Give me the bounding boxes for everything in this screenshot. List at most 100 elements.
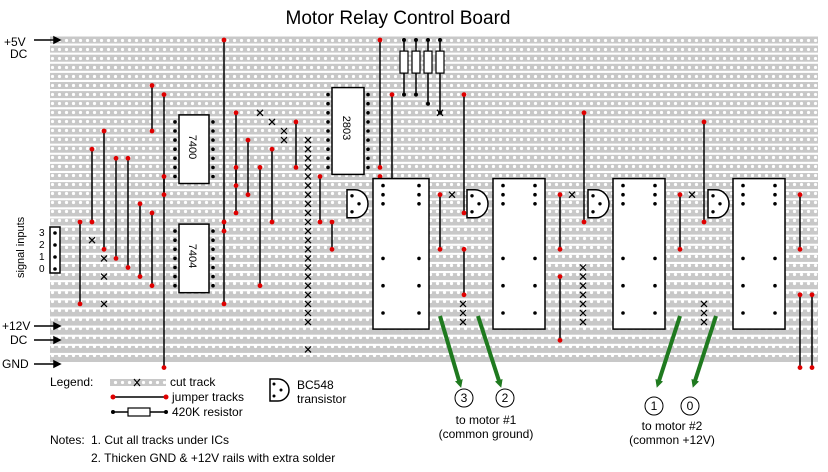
ic-2803-pin [326,101,330,106]
relay-pin [501,192,505,197]
stripboard-tracks [50,36,818,362]
cut-mark [304,309,312,317]
relay-pin [533,283,537,288]
relay-pin [417,202,421,206]
ic-7404-pin [173,229,177,233]
relay-pin [653,311,657,315]
jumper-wire [581,110,587,225]
ic-2803-pin [326,129,330,133]
ic-7400-pin [173,138,177,142]
jumper-wire [161,174,167,198]
cut-mark [88,236,96,244]
relay-pin [773,283,777,288]
signal-input-pins: 3 2 1 0 [39,226,61,275]
ic-7400-label: 7400 [186,135,198,159]
ic-2803-pin [326,92,330,97]
rail-arrows [34,35,62,369]
ic-7400-pin [173,120,177,124]
relay-pin [773,192,777,197]
cut-mark [700,300,708,308]
terminal-3 [454,388,474,408]
cut-mark [459,300,467,308]
jumper-wire [137,201,143,279]
notes: Notes: 1. Cut all tracks under ICs 2. Th… [50,433,335,465]
transistor-pin [477,202,481,206]
relay-pin [741,183,745,188]
relay-2-body [492,177,546,330]
cut-mark [700,309,708,317]
relay-pin [653,183,657,188]
ic-7400-body [178,114,210,185]
ic-2803-pin [326,165,330,170]
transistor-pin [598,202,602,206]
motor1-label: to motor #1 [456,413,517,427]
ic-2803-pin [366,120,370,124]
cut-mark [304,136,312,144]
relay-pin [653,192,657,197]
relay-1 [372,177,430,330]
jumper-wire [221,37,227,307]
cut-mark [304,264,312,271]
cut-mark [304,291,312,299]
ic-2803-pin [366,138,370,142]
ic-7404-pin [173,247,177,252]
relay-pin [533,256,537,261]
ic-7400-pin [173,129,177,133]
cut-mark [579,300,587,308]
relay-pin [741,311,745,315]
jumper-wire [221,219,227,234]
ic-2803-pin [366,147,370,151]
relay-pin [533,192,537,197]
cut-mark [304,218,312,226]
transistor-pin [470,210,474,214]
jumper-wire [329,219,335,252]
cut-mark [304,227,312,235]
signal-pin-1: 1 [39,252,45,263]
motor2-terminals: 1 0 to motor #2 (common +12V) [629,396,715,447]
transistor-pin [470,194,474,198]
ic-2803-pin [326,111,330,115]
jumper-wire [125,155,131,270]
cut-mark [579,264,587,271]
cut-mark [579,282,587,290]
relay-pin [381,311,385,315]
signal-pin-2: 2 [39,240,45,251]
ic-7400-pin [211,147,215,151]
cut-mark [304,236,312,244]
cut-mark [459,318,467,326]
legend-resistor-label: 420K resistor [172,405,243,419]
relay-pin [741,202,745,206]
terminal-3-label: 3 [461,391,468,405]
cut-mark [700,318,708,326]
cut-mark [304,173,312,180]
relay-pin [621,311,625,315]
cut-mark [304,245,312,253]
ic-7404-pin [211,283,215,288]
cut-mark [579,309,587,317]
cut-mark [304,209,312,217]
ic-7404-pin [211,274,215,279]
terminal-1 [644,396,664,416]
relay-pin [501,283,505,288]
ic-2803 [326,86,370,176]
relay-pin [417,256,421,261]
ic-2803-pin [366,165,370,170]
motor1-terminals: 3 2 to motor #1 (common ground) [439,388,533,441]
legend: Legend: cut track jumper tracks 420K res… [50,375,346,419]
cut-mark [304,345,312,353]
relay-pin [653,283,657,288]
relay-pin [381,283,385,288]
relay-pin [741,192,745,197]
rail-label-gnd: GND [2,357,29,371]
relay-pin [773,183,777,188]
transistor-4 [707,189,730,219]
jumper-wire [161,92,167,370]
relay-pin [501,183,505,188]
cut-mark [304,163,312,171]
legend-title: Legend: [50,375,93,389]
ic-2803-pin [326,138,330,142]
relay-3-body [612,177,666,330]
cut-mark [256,109,264,117]
jumper-tracks [77,37,815,370]
